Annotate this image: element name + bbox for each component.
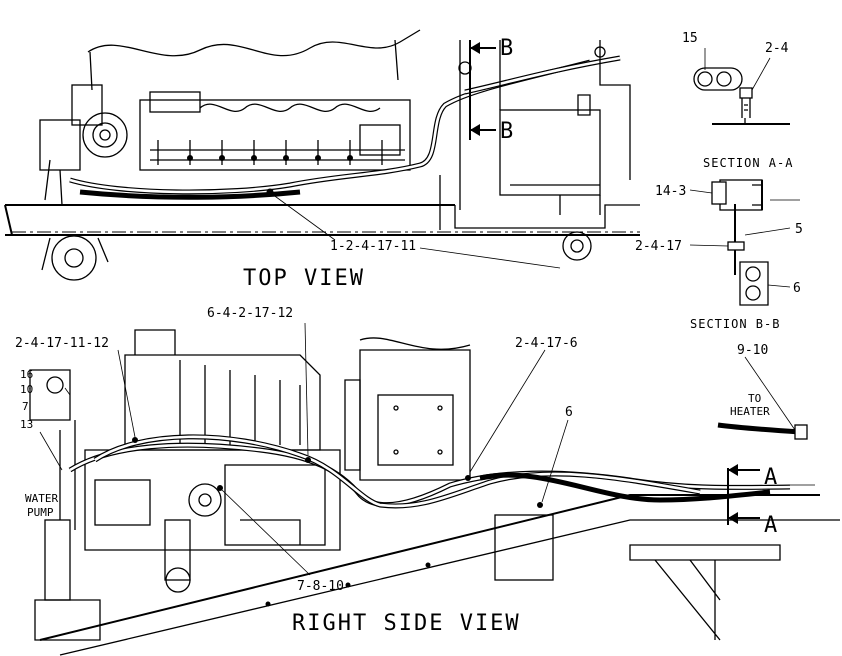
- callout-side-9-10: 9-10: [737, 343, 768, 358]
- section-bb-title: SECTION B-B: [690, 317, 780, 331]
- section-marker-b-upper: B: [500, 36, 515, 61]
- callout-top-main: 1-2-4-17-11: [330, 239, 416, 254]
- section-aa-drawing: [693, 48, 790, 125]
- callout-sec-b-14-3: 14-3: [655, 184, 686, 199]
- callout-sec-b-5: 5: [795, 222, 803, 237]
- callout-side-6: 6: [565, 405, 573, 420]
- callout-side-6-4-2-17-12: 6-4-2-17-12: [207, 306, 293, 321]
- section-marker-a-lower: A: [764, 513, 779, 538]
- right-side-view-drawing: [29, 322, 840, 656]
- label-to-heater-line1: TO: [748, 392, 761, 405]
- callout-sec-a-15: 15: [682, 31, 698, 46]
- section-bb-drawing: [689, 179, 800, 306]
- label-water-pump-line1: WATER: [25, 492, 58, 505]
- right-side-view-title: RIGHT SIDE VIEW: [292, 611, 521, 636]
- callout-side-13: 13: [20, 418, 33, 431]
- callout-sec-b-2-4-17: 2-4-17: [635, 239, 682, 254]
- callout-side-2-4-17-6: 2-4-17-6: [515, 336, 578, 351]
- section-aa-title: SECTION A-A: [703, 156, 793, 170]
- label-water-pump-line2: PUMP: [27, 506, 54, 519]
- callout-side-16: 16: [20, 368, 33, 381]
- section-marker-a-upper: A: [764, 465, 779, 490]
- callout-side-10: 10: [20, 383, 33, 396]
- callout-side-2-4-17-11-12: 2-4-17-11-12: [15, 336, 109, 351]
- callout-side-7-8-10: 7-8-10: [297, 579, 344, 594]
- top-view-drawing: [4, 29, 640, 281]
- callout-side-7: 7: [22, 400, 29, 413]
- callout-sec-b-6: 6: [793, 281, 801, 296]
- top-view-title: TOP VIEW: [243, 266, 365, 291]
- section-marker-b-lower: B: [500, 119, 515, 144]
- label-to-heater-line2: HEATER: [730, 405, 770, 418]
- callout-sec-a-2-4: 2-4: [765, 41, 789, 56]
